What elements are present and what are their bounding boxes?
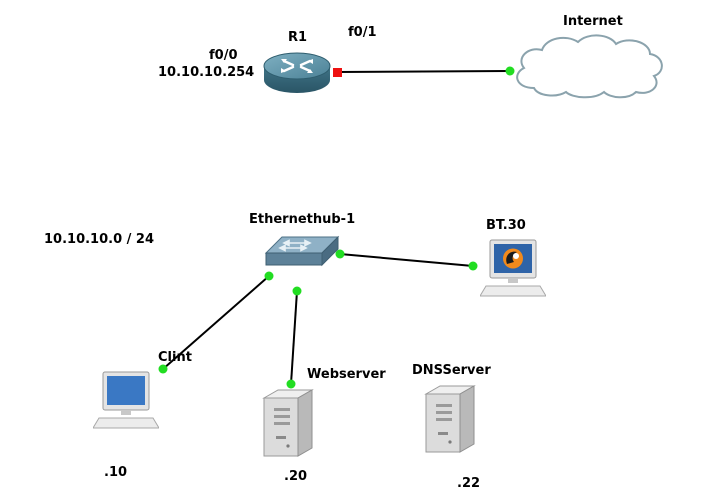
ethernet-hub[interactable] (262, 233, 342, 269)
router-f0-0-label: f0/0 (209, 48, 238, 63)
port-webserver-status (286, 379, 296, 389)
port-bt-status (468, 261, 478, 271)
webserver-addr-label: .20 (284, 469, 308, 484)
workstation-icon (92, 371, 160, 429)
hub-label: Ethernethub-1 (249, 212, 356, 227)
client-label: Clint (158, 350, 192, 365)
cloud-icon (516, 34, 663, 99)
port-r1-f0-1-status (333, 68, 342, 77)
hub-icon (264, 235, 340, 267)
router-r1[interactable] (262, 50, 332, 96)
host-bt30[interactable] (479, 238, 547, 300)
port-hub-webserver-status (292, 286, 302, 296)
dnsserver-label: DNSServer (412, 363, 491, 378)
host-client[interactable] (92, 370, 160, 432)
port-hub-client-status (264, 271, 274, 281)
link-hub-bt[interactable] (339, 253, 474, 267)
port-internet-status (505, 66, 515, 76)
port-client-status (158, 364, 168, 374)
subnet-label: 10.10.10.0 / 24 (44, 232, 155, 247)
internet-label: Internet (563, 14, 623, 29)
bt30-label: BT.30 (486, 218, 526, 233)
router-name-label: R1 (288, 30, 308, 45)
server-icon (424, 385, 476, 453)
internet-cloud[interactable] (506, 32, 670, 100)
router-icon (263, 52, 331, 93)
webserver-label: Webserver (307, 367, 386, 382)
link-hub-webserver[interactable] (290, 290, 298, 385)
dnsserver-addr-label: .22 (457, 476, 481, 491)
router-f0-0-ip-label: 10.10.10.254 (158, 65, 255, 80)
router-f0-1-label: f0/1 (348, 25, 377, 40)
link-hub-client[interactable] (162, 275, 270, 370)
server-icon (262, 389, 314, 457)
client-addr-label: .10 (104, 465, 128, 480)
port-hub-bt-status (335, 249, 345, 259)
workstation-icon (479, 239, 547, 297)
host-webserver[interactable] (262, 388, 314, 458)
host-dnsserver[interactable] (424, 384, 476, 454)
link-r1-internet[interactable] (336, 70, 511, 73)
